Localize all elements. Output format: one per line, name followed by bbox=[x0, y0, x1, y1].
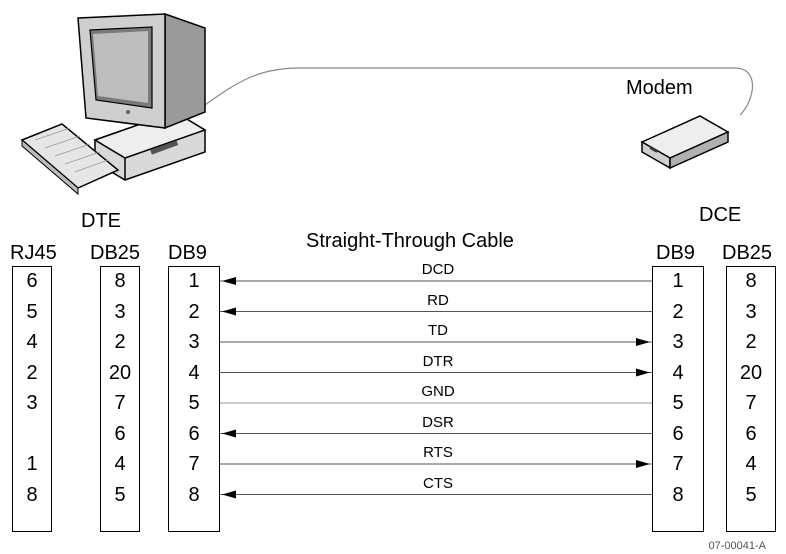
arrowhead-icon bbox=[222, 277, 236, 285]
rj45-pin: 4 bbox=[26, 331, 38, 353]
dce-label: DCE bbox=[699, 204, 742, 226]
signal-label-cts: CTS bbox=[423, 474, 453, 492]
dce-db25-pin: 2 bbox=[745, 331, 757, 353]
computer-icon bbox=[77, 12, 207, 181]
dte-db9-pin: 7 bbox=[188, 453, 200, 475]
dte-db9-pin: 4 bbox=[188, 361, 200, 384]
arrowhead-icon bbox=[636, 338, 650, 346]
dce-db9-pin: 2 bbox=[672, 300, 684, 323]
signal-label-dsr: DSR bbox=[422, 413, 454, 431]
dce-db25-pin: 5 bbox=[745, 483, 757, 506]
dce-db25-pin: 4 bbox=[745, 453, 757, 475]
dce-db25-pin-column: 8 3 2 20 7 6 4 5 bbox=[726, 266, 776, 532]
dce-db9-pin: 7 bbox=[672, 453, 684, 475]
dte-db25-pin-column: 8 3 2 20 7 6 4 5 bbox=[100, 266, 140, 532]
rj45-pin: 6 bbox=[26, 270, 38, 292]
dce-db9-pin: 6 bbox=[672, 422, 684, 445]
dce-db25-header: DB25 bbox=[722, 242, 773, 264]
dce-db9-pin: 5 bbox=[672, 392, 684, 414]
rj45-pin: 1 bbox=[26, 453, 38, 475]
dce-db25-pin: 8 bbox=[745, 270, 757, 292]
modem-label: Modem bbox=[626, 77, 693, 99]
rj45-pin-column: 6 5 4 2 3 1 8 bbox=[12, 266, 52, 532]
signal-label-rts: RTS bbox=[423, 444, 453, 461]
dte-db25-header: DB25 bbox=[90, 242, 141, 264]
rj45-pin: 2 bbox=[26, 361, 38, 384]
dte-db9-pin: 8 bbox=[188, 483, 200, 506]
modem-icon bbox=[640, 115, 730, 170]
dte-db25-pin: 4 bbox=[114, 453, 126, 475]
dce-db25-pin: 6 bbox=[745, 422, 757, 445]
dte-db25-pin: 3 bbox=[114, 300, 126, 323]
rj45-pin: 8 bbox=[26, 483, 38, 506]
arrowhead-icon bbox=[222, 307, 236, 316]
dte-db25-pin: 6 bbox=[114, 422, 126, 445]
signal-label-td: TD bbox=[428, 322, 448, 339]
dte-db9-pin: 1 bbox=[188, 270, 200, 292]
dte-db9-pin: 5 bbox=[188, 392, 200, 414]
arrowhead-icon bbox=[222, 490, 236, 499]
dte-label: DTE bbox=[81, 210, 121, 232]
dte-db25-pin: 8 bbox=[114, 270, 126, 292]
arrowhead-icon bbox=[636, 368, 650, 377]
dce-db9-pin: 8 bbox=[672, 483, 684, 506]
keyboard-icon bbox=[20, 123, 120, 196]
dte-db25-pin: 20 bbox=[108, 361, 132, 384]
dce-db9-pin: 4 bbox=[672, 361, 684, 384]
dte-db25-pin: 5 bbox=[114, 483, 126, 506]
modem-cable bbox=[204, 67, 753, 116]
dce-db9-pin: 3 bbox=[672, 331, 684, 353]
dte-db9-pin-column: 1 2 3 4 5 6 7 8 bbox=[168, 266, 220, 532]
cable-title: Straight-Through Cable bbox=[306, 230, 514, 252]
rj45-pin: 3 bbox=[26, 392, 38, 414]
dte-db25-pin: 2 bbox=[114, 331, 126, 353]
dte-db9-pin: 3 bbox=[188, 331, 200, 353]
rj45-pin: 5 bbox=[26, 300, 38, 323]
signal-label-dcd: DCD bbox=[421, 261, 455, 278]
signal-label-dtr: DTR bbox=[422, 352, 454, 370]
dte-db25-pin: 7 bbox=[114, 392, 126, 414]
dte-db9-header: DB9 bbox=[168, 242, 207, 264]
rj45-header: RJ45 bbox=[10, 242, 57, 264]
signal-label-rd: RD bbox=[427, 291, 449, 309]
dce-db25-pin: 7 bbox=[745, 392, 757, 414]
dce-db9-pin-column: 1 2 3 4 5 6 7 8 bbox=[652, 266, 704, 532]
signal-label-gnd: GND bbox=[421, 383, 455, 400]
arrowhead-icon bbox=[222, 429, 236, 438]
figure-id: 07-00041-A bbox=[708, 540, 767, 552]
arrowhead-icon bbox=[636, 460, 650, 468]
dce-db25-pin: 3 bbox=[745, 300, 757, 323]
dce-db9-pin: 1 bbox=[672, 270, 684, 292]
dce-db25-pin: 20 bbox=[739, 361, 763, 384]
dte-db9-pin: 6 bbox=[188, 422, 200, 445]
dce-db9-header: DB9 bbox=[656, 242, 695, 264]
dte-db9-pin: 2 bbox=[188, 300, 200, 323]
